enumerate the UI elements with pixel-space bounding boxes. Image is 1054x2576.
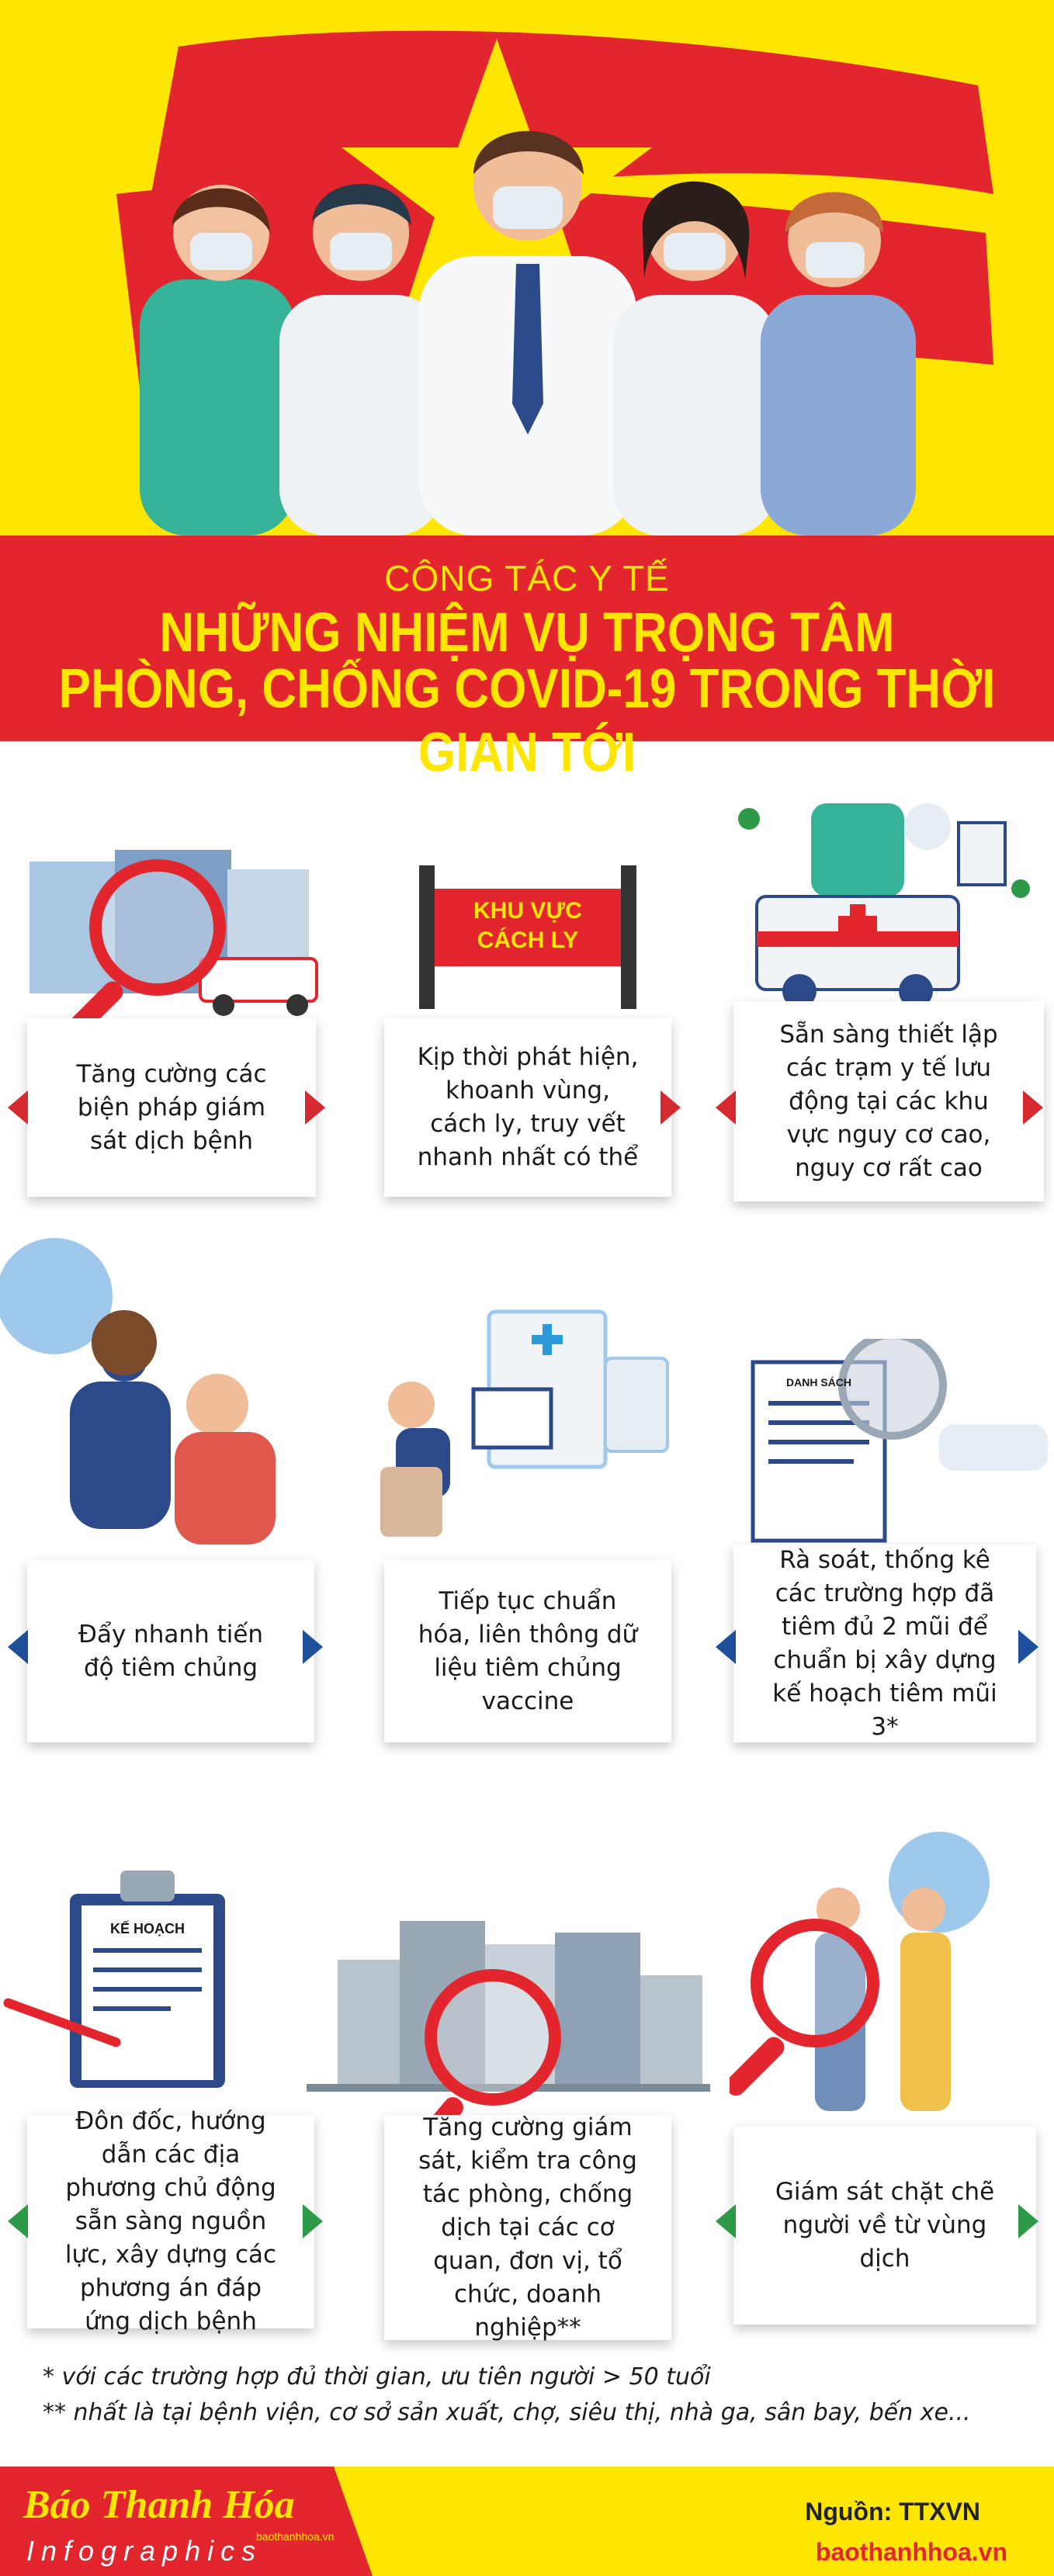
item-card-7: Đôn đốc, hướng dẫn các địa phương chủ độ… — [27, 2107, 314, 2335]
list-clipboard-illustration: DANH SÁCH — [745, 1331, 1054, 1556]
arrow-left-7 — [8, 2204, 28, 2238]
arrow-left-4 — [8, 1630, 28, 1664]
arrow-right-6 — [1018, 1630, 1038, 1664]
arrow-right-2 — [660, 1090, 681, 1125]
footnotes: * với các trường hợp đủ thời gian, ưu ti… — [43, 2359, 1013, 2431]
footer-brand-block — [0, 2467, 373, 2576]
doctor-4 — [613, 181, 776, 536]
main-title-line-1: NHỮNG NHIỆM VỤ TRỌNG TÂM — [159, 602, 895, 664]
site-url[interactable]: baothanhhoa.vn — [815, 2538, 1007, 2566]
nurse-vaccinating-illustration — [0, 1226, 295, 1552]
item-text-5: Tiếp tục chuẩn hóa, liên thông dữ liệu t… — [418, 1586, 638, 1715]
travellers-magnifier-illustration — [725, 1824, 1048, 2142]
main-title-line-2: PHÒNG, CHỐNG COVID-19 TRONG THỜI GIAN TỚ… — [58, 658, 996, 784]
arrow-right-7 — [303, 2204, 323, 2238]
title-kicker: CÔNG TÁC Y TẾ — [384, 558, 670, 598]
item-text-9: Giám sát chặt chẽ người về từ vùng dịch — [775, 2178, 995, 2273]
brand-name: Báo Thanh Hóa — [23, 2483, 295, 2527]
brand-url-small: baothanhhoa.vn — [256, 2530, 335, 2543]
item-text-8: Tăng cường giám sát, kiểm tra công tác p… — [418, 2113, 637, 2342]
quarantine-sign-line-2: CÁCH LY — [477, 927, 579, 953]
quarantine-sign-line-1: KHU VỰC — [473, 898, 582, 924]
arrow-left-6 — [716, 1630, 736, 1664]
quarantine-sign-illustration: KHU VỰC CÁCH LY — [411, 858, 644, 1013]
arrow-right-4 — [303, 1630, 323, 1664]
item-card-3: Sẵn sàng thiết lập các trạm y tế lưu độn… — [733, 1001, 1044, 1201]
item-card-6: Rà soát, thống kê các trường hợp đã tiêm… — [733, 1545, 1036, 1742]
item-text-3: Sẵn sàng thiết lập các trạm y tế lưu độn… — [779, 1020, 998, 1182]
source-credit: Nguồn: TTXVN — [805, 2498, 980, 2526]
brand-subtitle: Infographics — [26, 2535, 263, 2567]
arrow-left-1 — [8, 1090, 28, 1125]
item-text-6: Rà soát, thống kê các trường hợp đã tiêm… — [772, 1545, 997, 1741]
doctor-1 — [140, 185, 295, 536]
footer: Báo Thanh Hóa baothanhhoa.vn Infographic… — [0, 2467, 1054, 2576]
doctor-5 — [761, 192, 916, 536]
arrow-right-9 — [1018, 2204, 1038, 2238]
city-magnifier-illustration — [291, 1905, 726, 2156]
item-card-1: Tăng cường các biện pháp giám sát dịch b… — [27, 1018, 316, 1197]
list-clipboard-label: DANH SÁCH — [786, 1376, 851, 1389]
item-card-2: Kịp thời phát hiện, khoanh vùng, cách ly… — [384, 1018, 671, 1197]
arrow-left-3 — [716, 1090, 736, 1125]
plan-clipboard-illustration: KẾ HOẠCH — [0, 1863, 233, 2096]
arrow-right-1 — [305, 1090, 325, 1125]
hero-banner — [0, 0, 1054, 536]
doctor-2 — [279, 183, 442, 536]
item-card-8: Tăng cường giám sát, kiểm tra công tác p… — [384, 2113, 671, 2342]
footnote-1: * với các trường hợp đủ thời gian, ưu ti… — [43, 2363, 711, 2391]
person-at-computer-illustration — [380, 1304, 675, 1552]
ambulance-medical-team-illustration — [726, 788, 1036, 1009]
arrow-right-3 — [1023, 1090, 1043, 1125]
plan-clipboard-label: KẾ HOẠCH — [109, 1921, 185, 1936]
doctor-3 — [419, 130, 636, 536]
title-band: CÔNG TÁC Y TẾ NHỮNG NHIỆM VỤ TRỌNG TÂM P… — [0, 536, 1054, 784]
footnote-2: ** nhất là tại bệnh viện, cơ sở sản xuất… — [43, 2399, 971, 2426]
arrow-left-9 — [716, 2204, 736, 2238]
item-text-2: Kịp thời phát hiện, khoanh vùng, cách ly… — [417, 1043, 639, 1171]
hospital-magnifier-illustration — [22, 842, 324, 1041]
doctors-illustration — [116, 30, 993, 536]
item-text-1: Tăng cường các biện pháp giám sát dịch b… — [76, 1059, 267, 1155]
item-card-5: Tiếp tục chuẩn hóa, liên thông dữ liệu t… — [384, 1560, 671, 1742]
item-card-9: Giám sát chặt chẽ người về từ vùng dịch — [733, 2127, 1036, 2325]
item-card-4: Đẩy nhanh tiến độ tiêm chủng — [27, 1560, 314, 1742]
item-text-7: Đôn đốc, hướng dẫn các địa phương chủ độ… — [64, 2107, 277, 2335]
item-text-4: Đẩy nhanh tiến độ tiêm chủng — [78, 1620, 264, 1682]
